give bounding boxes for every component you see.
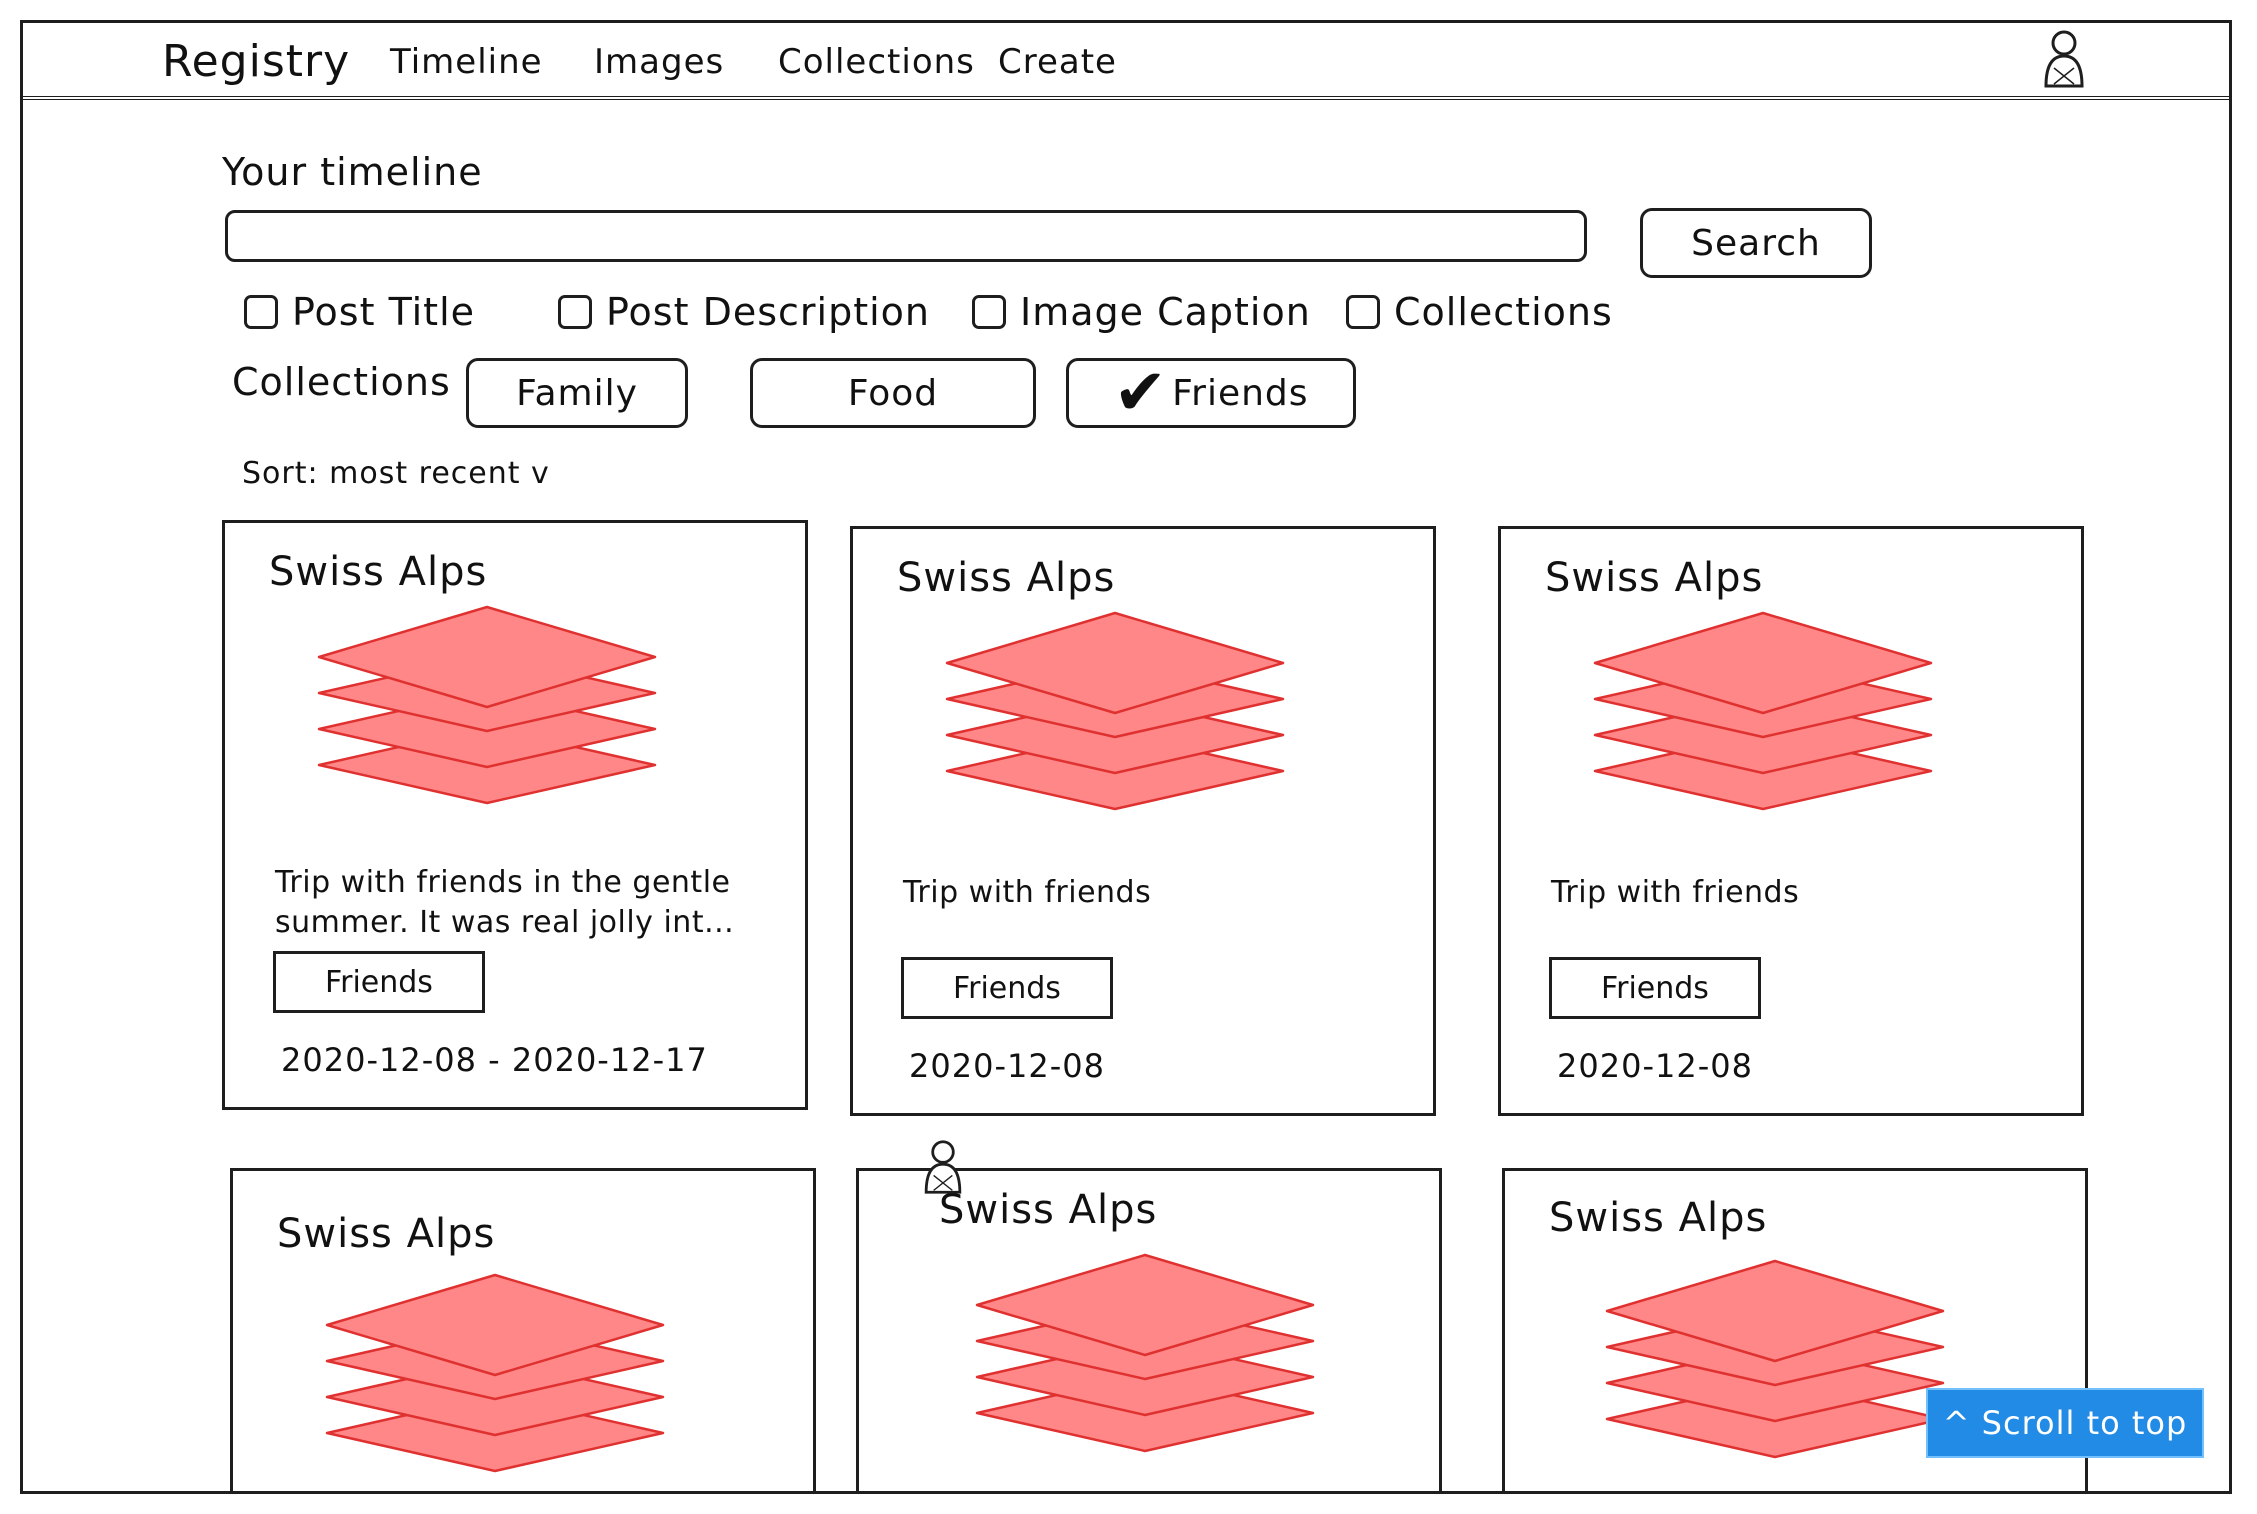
- search-button[interactable]: Search: [1640, 208, 1872, 278]
- card-title: Swiss Alps: [269, 549, 488, 595]
- image-stack-icon: [1593, 611, 1933, 811]
- nav-link-images[interactable]: Images: [594, 42, 725, 82]
- image-stack-icon: [945, 611, 1285, 811]
- filter-label: Post Title: [292, 290, 476, 334]
- card-title: Swiss Alps: [277, 1211, 496, 1257]
- image-stack-icon: [975, 1253, 1315, 1453]
- filter-post-description[interactable]: Post Description: [558, 288, 930, 336]
- chip-label: Family: [516, 372, 638, 414]
- card-date: 2020-12-08 - 2020-12-17: [281, 1041, 708, 1079]
- filter-collections[interactable]: Collections: [1346, 288, 1613, 336]
- page-title: Your timeline: [222, 150, 483, 194]
- chip-label: Food: [847, 372, 939, 414]
- chip-food[interactable]: Food: [750, 358, 1036, 428]
- post-card[interactable]: Swiss Alps: [856, 1168, 1442, 1494]
- sort-dropdown[interactable]: Sort: most recent v: [242, 456, 550, 491]
- brand-logo[interactable]: Registry: [162, 36, 351, 87]
- card-description: Trip with friends: [1551, 875, 1800, 910]
- filter-label: Collections: [1394, 290, 1613, 334]
- nav-link-timeline[interactable]: Timeline: [390, 42, 543, 82]
- card-tag[interactable]: Friends: [1549, 957, 1761, 1019]
- post-card[interactable]: Swiss Alps Trip with friends Friends 202…: [1498, 526, 2084, 1116]
- image-stack-icon: [317, 605, 657, 805]
- filter-image-caption[interactable]: Image Caption: [972, 288, 1311, 336]
- chip-family[interactable]: Family: [466, 358, 688, 428]
- scroll-to-top-button[interactable]: ^ Scroll to top: [1928, 1390, 2202, 1456]
- chip-friends[interactable]: ✔ Friends: [1066, 358, 1356, 428]
- filter-label: Post Description: [606, 290, 931, 334]
- card-title: Swiss Alps: [1549, 1195, 1768, 1241]
- post-description-checkbox[interactable]: [558, 295, 592, 329]
- card-description: Trip with friends: [903, 875, 1152, 910]
- image-stack-icon: [1605, 1259, 1945, 1459]
- user-icon: [924, 1140, 962, 1194]
- card-title: Swiss Alps: [939, 1187, 1158, 1233]
- filter-label: Image Caption: [1020, 290, 1311, 334]
- top-navbar: Registry Timeline Images Collections Cre…: [22, 22, 2230, 100]
- post-title-checkbox[interactable]: [244, 295, 278, 329]
- image-stack-icon: [325, 1273, 665, 1473]
- card-date: 2020-12-08: [1557, 1047, 1753, 1085]
- post-card[interactable]: Swiss Alps Trip with friends in the gent…: [222, 520, 808, 1110]
- collections-checkbox[interactable]: [1346, 295, 1380, 329]
- card-date: 2020-12-08: [909, 1047, 1105, 1085]
- search-input[interactable]: [225, 210, 1587, 262]
- nav-link-create[interactable]: Create: [998, 42, 1117, 82]
- card-title: Swiss Alps: [1545, 555, 1764, 601]
- image-caption-checkbox[interactable]: [972, 295, 1006, 329]
- user-icon[interactable]: [2040, 28, 2088, 90]
- post-card[interactable]: Swiss Alps: [230, 1168, 816, 1494]
- card-description: Trip with friends in the gentle summer. …: [275, 865, 735, 940]
- chip-label: Friends: [1172, 372, 1309, 414]
- post-card[interactable]: Swiss Alps Trip with friends Friends 202…: [850, 526, 1436, 1116]
- nav-link-collections[interactable]: Collections: [778, 42, 975, 82]
- card-title: Swiss Alps: [897, 555, 1116, 601]
- card-tag[interactable]: Friends: [901, 957, 1113, 1019]
- filter-post-title[interactable]: Post Title: [244, 288, 475, 336]
- card-tag[interactable]: Friends: [273, 951, 485, 1013]
- check-icon: ✔: [1113, 356, 1169, 430]
- collections-label: Collections: [232, 360, 451, 404]
